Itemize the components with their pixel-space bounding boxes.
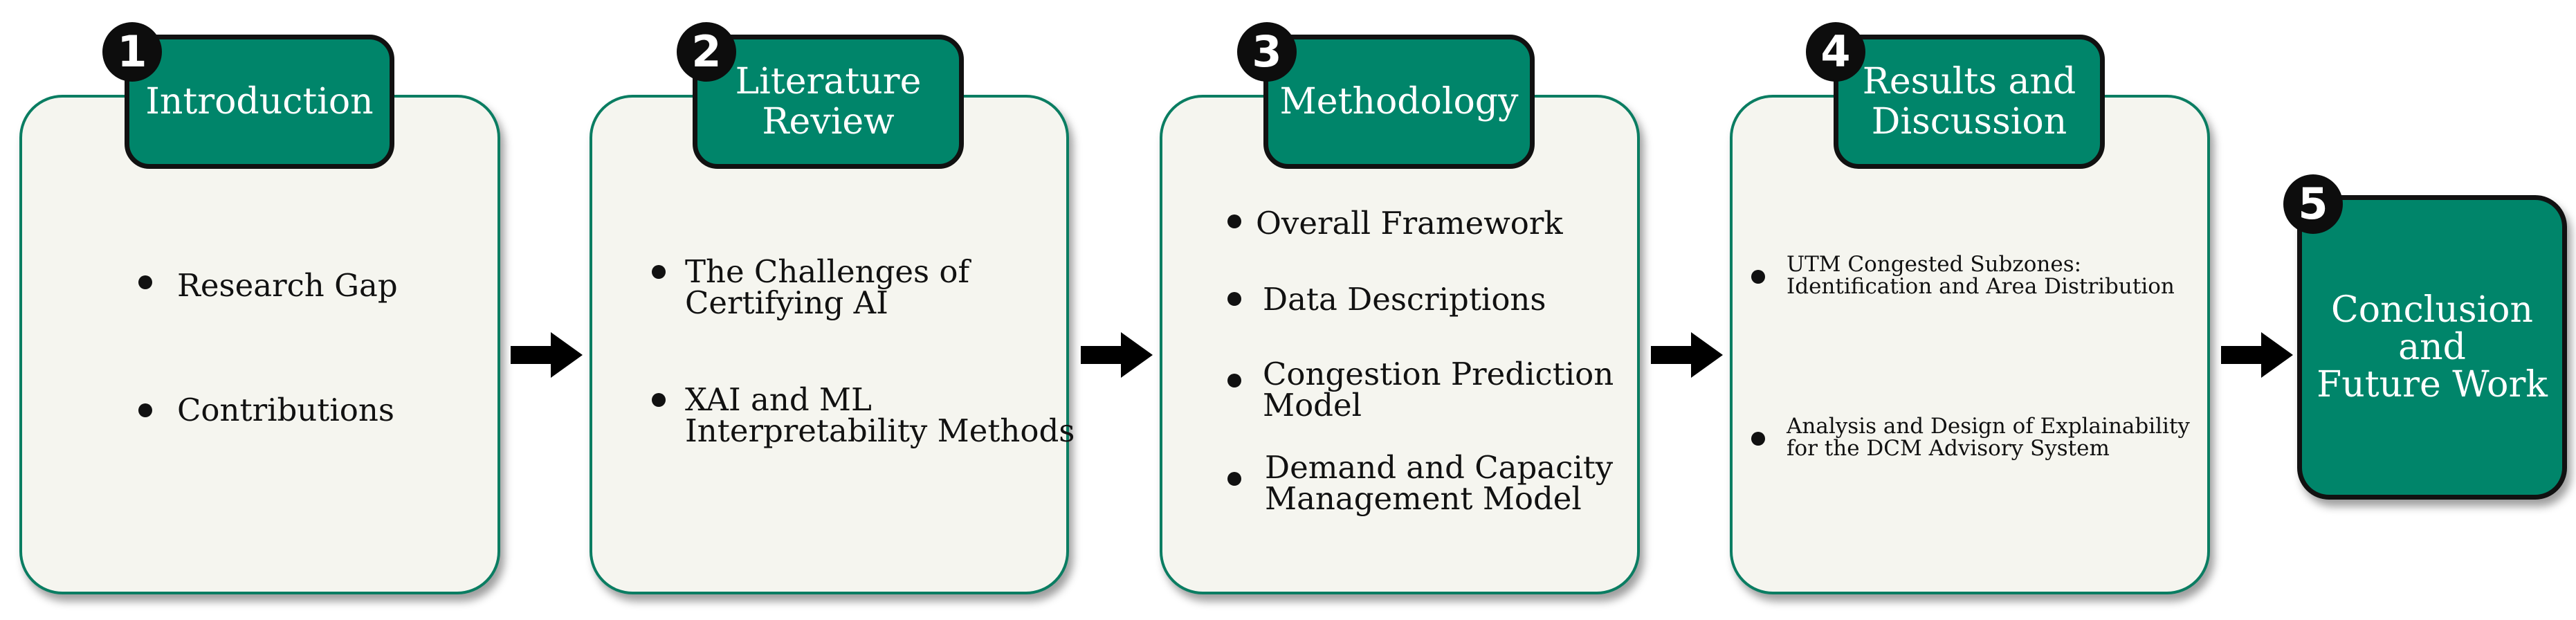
arrow-right-icon [1081, 332, 1153, 378]
bullet-dot [652, 393, 666, 407]
bullet-dot [1751, 270, 1765, 284]
stage-1-item-research-gap: Research Gap [177, 267, 398, 304]
stage-4-header: Results and Discussion [1834, 35, 2105, 169]
bullet-dot [1227, 215, 1241, 228]
bullet-dot [1227, 472, 1241, 486]
stage-3-item-framework: Overall Framework [1256, 205, 1563, 241]
stage-1-badge: 1 [102, 22, 162, 82]
stage-1-header: Introduction [125, 35, 394, 169]
stage-4-card [1730, 95, 2210, 594]
arrow-right-icon [511, 332, 583, 378]
stage-3-header: Methodology [1263, 35, 1535, 169]
stage-2-title: Literature Review [735, 61, 922, 143]
arrow-right-icon [1651, 332, 1723, 378]
stage-4-title: Results and Discussion [1862, 61, 2076, 143]
stage-2-item-xai-methods: XAI and ML Interpretability Methods [685, 381, 1075, 449]
stage-4-badge: 4 [1806, 22, 1865, 82]
stage-1-item-contributions: Contributions [177, 392, 394, 428]
stage-1-card [19, 95, 500, 594]
bullet-dot [1751, 432, 1765, 446]
stage-3-card [1160, 95, 1640, 594]
arrow-right-icon [2221, 332, 2293, 378]
stage-3-badge: 3 [1237, 22, 1297, 82]
bullet-dot [138, 275, 152, 289]
stage-5-box: Conclusion and Future Work [2297, 195, 2567, 500]
stage-4-item-explainability: Analysis and Design of Explainability fo… [1787, 414, 2190, 461]
stage-3-item-congestion-model: Congestion Prediction Model [1263, 356, 1614, 423]
stage-2-item-certifying-ai: The Challenges of Certifying AI [685, 253, 970, 321]
stage-4-item-subzones: UTM Congested Subzones: Identification a… [1787, 252, 2175, 299]
stage-2-badge: 2 [677, 22, 736, 82]
stage-3-item-data: Data Descriptions [1263, 281, 1546, 318]
bullet-dot [138, 403, 152, 417]
bullet-dot [1227, 292, 1241, 306]
stage-2-header: Literature Review [693, 35, 964, 169]
stage-5-title: Conclusion and Future Work [2317, 289, 2548, 405]
stage-3-item-dcm-model: Demand and Capacity Management Model [1265, 449, 1614, 517]
bullet-dot [652, 265, 666, 279]
stage-5-badge: 5 [2283, 174, 2343, 234]
bullet-dot [1227, 374, 1241, 388]
stage-2-card [590, 95, 1069, 594]
